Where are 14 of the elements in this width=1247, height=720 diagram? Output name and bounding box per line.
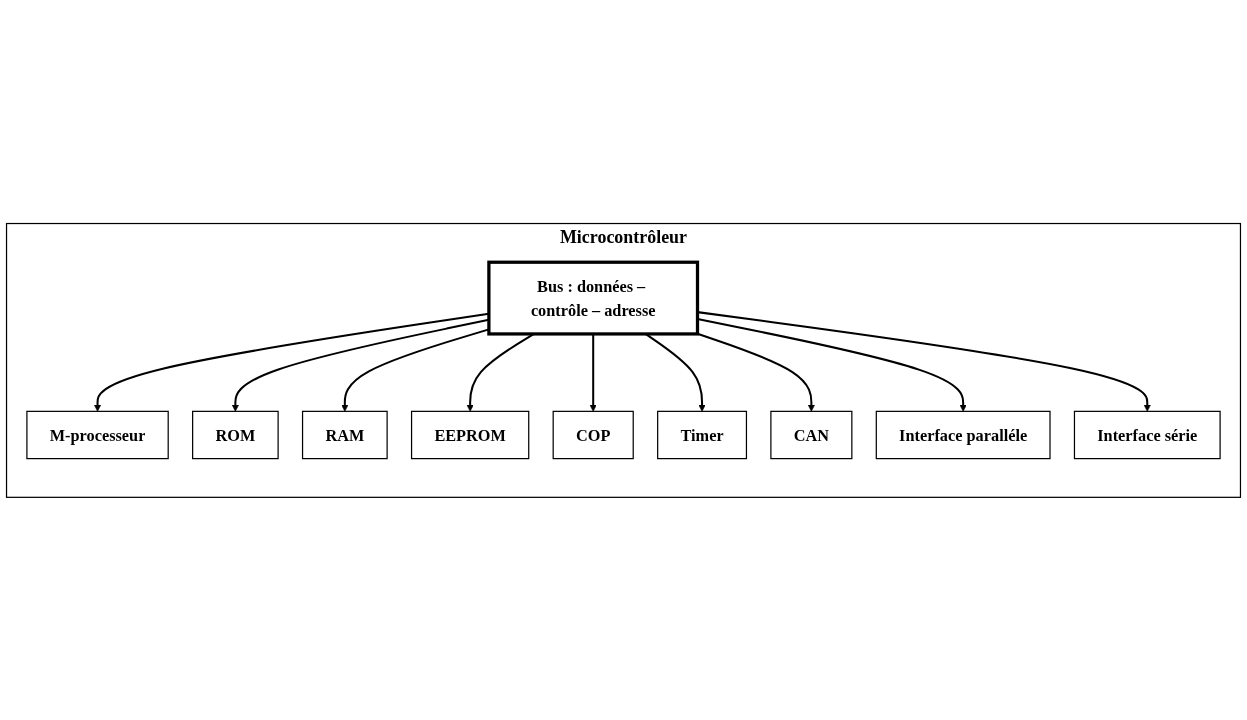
node-box: M-processeur	[26, 410, 169, 459]
arrow	[697, 317, 967, 412]
node-box: Timer	[657, 410, 748, 459]
arrow	[697, 332, 815, 412]
arrow	[589, 333, 597, 412]
arrow	[697, 310, 1151, 412]
node-box: Interface paralléle	[875, 410, 1051, 459]
node-box: EEPROM	[410, 410, 530, 459]
node-box: Bus : données – contrôle – adresse	[487, 260, 700, 336]
node-box: CAN	[770, 410, 853, 459]
node-box: COP	[552, 410, 634, 459]
node-box: Interface série	[1073, 410, 1221, 459]
node-box: ROM	[192, 410, 279, 459]
node-box: RAM	[301, 410, 388, 459]
